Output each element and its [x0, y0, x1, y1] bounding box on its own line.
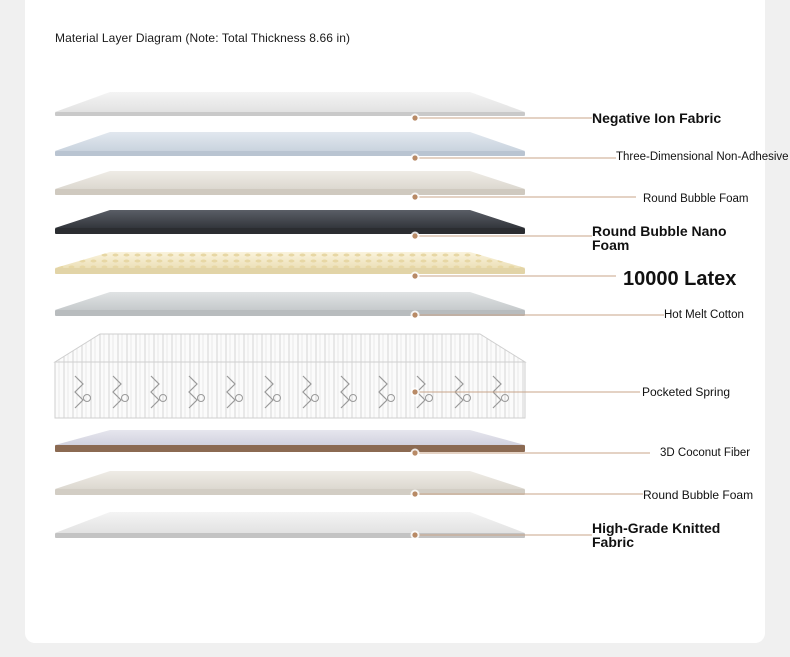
layer-edge — [55, 151, 525, 156]
spring-coil — [340, 375, 350, 409]
latex-holes — [55, 252, 525, 268]
layer-edge — [55, 112, 525, 116]
leader-dot — [412, 491, 418, 497]
layer-label: 3D Coconut Fiber — [660, 447, 751, 459]
layer-surface — [55, 92, 525, 112]
leader-dot — [412, 233, 418, 239]
leader-dot — [412, 115, 418, 121]
layer-label: 10000 Latex — [623, 268, 737, 290]
layer-label: Three-Dimensional Non-Adhesive — [616, 151, 789, 163]
layer-edge — [55, 268, 525, 274]
layer-2 — [55, 132, 525, 156]
spring-coil-ring — [121, 394, 129, 402]
leader-dot — [412, 273, 418, 279]
spring-coil — [188, 375, 198, 409]
layer-5 — [55, 252, 525, 274]
layer-label: Round Bubble Foam — [643, 193, 749, 205]
spring-coil — [150, 375, 160, 409]
spring-top — [53, 333, 527, 363]
layer-edge — [55, 189, 525, 195]
layer-4 — [55, 210, 525, 234]
layer-label: Negative Ion Fabric — [592, 110, 722, 126]
spring-coil — [226, 375, 236, 409]
layer-surface — [55, 430, 525, 445]
layer-surface — [55, 210, 525, 228]
spring-front — [54, 361, 526, 419]
layer-9 — [55, 471, 525, 495]
leader-dot — [412, 312, 418, 318]
spring-coil-ring — [463, 394, 471, 402]
spring-coil-ring — [311, 394, 319, 402]
spring-coil — [74, 375, 84, 409]
layer-label: High-Grade Knitted Fabric — [592, 520, 721, 550]
layer-3 — [55, 171, 525, 195]
layer-surface — [55, 171, 525, 189]
layer-surface — [55, 471, 525, 489]
leader-dot — [412, 389, 418, 395]
layer-edge — [55, 489, 525, 495]
layer-8 — [55, 430, 525, 452]
spring-coil — [264, 375, 274, 409]
leader-dot — [412, 194, 418, 200]
leaders-group — [410, 113, 664, 540]
layer-surface — [55, 132, 525, 151]
layer-label: Hot Melt Cotton — [664, 309, 744, 321]
spring-coil-ring — [425, 394, 433, 402]
layers-group — [53, 92, 527, 538]
layer-label: Pocketed Spring — [642, 385, 731, 399]
spring-coil-ring — [83, 394, 91, 402]
layer-label: Round Bubble Nano Foam — [592, 223, 727, 253]
spring-coil — [378, 375, 388, 409]
layer-surface — [55, 512, 525, 533]
layer-label: Round Bubble Foam — [643, 488, 754, 502]
leader-dot — [412, 532, 418, 538]
layer-edge — [55, 533, 525, 538]
layer-edge — [55, 310, 525, 316]
leader-dot — [412, 155, 418, 161]
layer-edge — [55, 445, 525, 452]
spring-coil-ring — [197, 394, 205, 402]
layer-7 — [53, 333, 527, 419]
spring-coil-ring — [159, 394, 167, 402]
spring-coil-ring — [235, 394, 243, 402]
spring-coil-ring — [273, 394, 281, 402]
layer-surface — [55, 292, 525, 310]
spring-coil-ring — [501, 394, 509, 402]
layer-1 — [55, 92, 525, 116]
diagram-title: Material Layer Diagram (Note: Total Thic… — [55, 31, 351, 45]
layer-edge — [55, 228, 525, 234]
layer-6 — [55, 292, 525, 316]
spring-coil-ring — [387, 394, 395, 402]
leader-dot — [412, 450, 418, 456]
spring-coil — [112, 375, 122, 409]
spring-coil — [302, 375, 312, 409]
layer-10 — [55, 512, 525, 538]
spring-coil-ring — [349, 394, 357, 402]
